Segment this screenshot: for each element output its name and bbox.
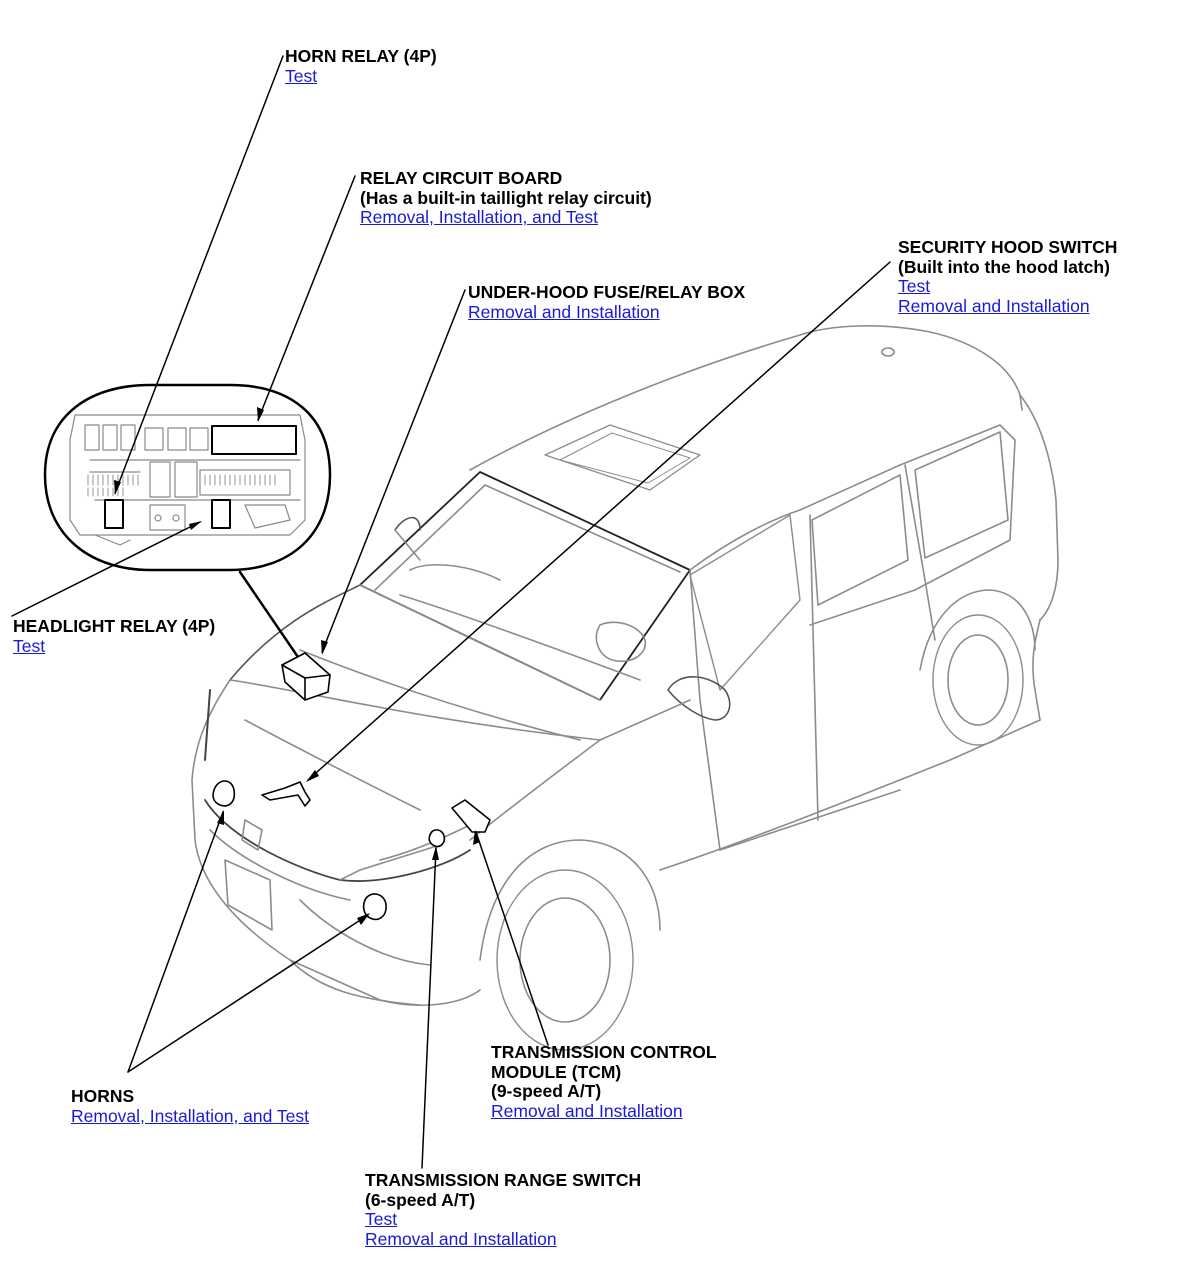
range-switch-subtitle: (6-speed A/T) bbox=[365, 1189, 476, 1210]
range-switch-part bbox=[428, 829, 446, 848]
range-switch-title: TRANSMISSION RANGE SWITCH bbox=[365, 1170, 642, 1190]
horns-link[interactable]: Removal, Installation, and Test bbox=[71, 1105, 310, 1126]
tcm-title-line-1: TRANSMISSION CONTROL bbox=[491, 1042, 717, 1062]
tcm-part bbox=[451, 799, 491, 833]
components bbox=[212, 652, 491, 921]
security-hood-switch-title: SECURITY HOOD SWITCH bbox=[898, 237, 1118, 257]
vehicle-outline bbox=[191, 325, 1059, 1051]
headlight-relay-title: HEADLIGHT RELAY (4P) bbox=[13, 616, 216, 636]
security-hood-switch-test-link[interactable]: Test bbox=[898, 276, 931, 296]
range-switch-removal-link[interactable]: Removal and Installation bbox=[365, 1228, 557, 1249]
fuse-box-detail-bubble bbox=[43, 383, 332, 572]
horn-right-part bbox=[362, 893, 387, 921]
horn-relay-test-link[interactable]: Test bbox=[285, 65, 318, 86]
tcm-title-line-2: MODULE (TCM) bbox=[491, 1061, 622, 1082]
callout-under-hood-fuse-box: UNDER-HOOD FUSE/RELAY BOX Removal and In… bbox=[468, 282, 746, 322]
horns-title: HORNS bbox=[71, 1086, 135, 1106]
detail-bubble-stem bbox=[238, 570, 302, 662]
arrowheads bbox=[114, 407, 480, 925]
security-hood-switch-subtitle: (Built into the hood latch) bbox=[898, 256, 1110, 277]
callout-tcm: TRANSMISSION CONTROL MODULE (TCM) (9-spe… bbox=[491, 1042, 717, 1121]
horn-relay-title: HORN RELAY (4P) bbox=[285, 46, 437, 66]
under-hood-fuse-box-link[interactable]: Removal and Installation bbox=[468, 301, 660, 322]
security-hood-switch-removal-link[interactable]: Removal and Installation bbox=[898, 295, 1090, 316]
range-switch-test-link[interactable]: Test bbox=[365, 1209, 398, 1229]
horn-left-part bbox=[212, 780, 236, 807]
relay-circuit-board-title: RELAY CIRCUIT BOARD bbox=[360, 168, 563, 188]
callout-headlight-relay: HEADLIGHT RELAY (4P) Test bbox=[13, 616, 216, 656]
hood-latch-part bbox=[261, 781, 311, 807]
under-hood-fuse-box-title: UNDER-HOOD FUSE/RELAY BOX bbox=[468, 282, 746, 302]
headlight-relay-test-link[interactable]: Test bbox=[13, 635, 46, 656]
relay-circuit-board-link[interactable]: Removal, Installation, and Test bbox=[360, 207, 599, 227]
leader-lines bbox=[11, 55, 891, 1169]
tcm-removal-link[interactable]: Removal and Installation bbox=[491, 1100, 683, 1121]
callout-relay-circuit-board: RELAY CIRCUIT BOARD (Has a built-in tail… bbox=[360, 168, 652, 228]
callout-horn-relay: HORN RELAY (4P) Test bbox=[285, 46, 437, 86]
callout-range-switch: TRANSMISSION RANGE SWITCH (6-speed A/T) … bbox=[365, 1170, 642, 1249]
under-hood-fuse-box-part bbox=[281, 652, 331, 701]
callout-horns: HORNS Removal, Installation, and Test bbox=[71, 1086, 310, 1126]
relay-circuit-board-subtitle: (Has a built-in taillight relay circuit) bbox=[360, 187, 652, 208]
tcm-title-line-3: (9-speed A/T) bbox=[491, 1081, 602, 1101]
callout-security-hood-switch: SECURITY HOOD SWITCH (Built into the hoo… bbox=[898, 237, 1118, 316]
